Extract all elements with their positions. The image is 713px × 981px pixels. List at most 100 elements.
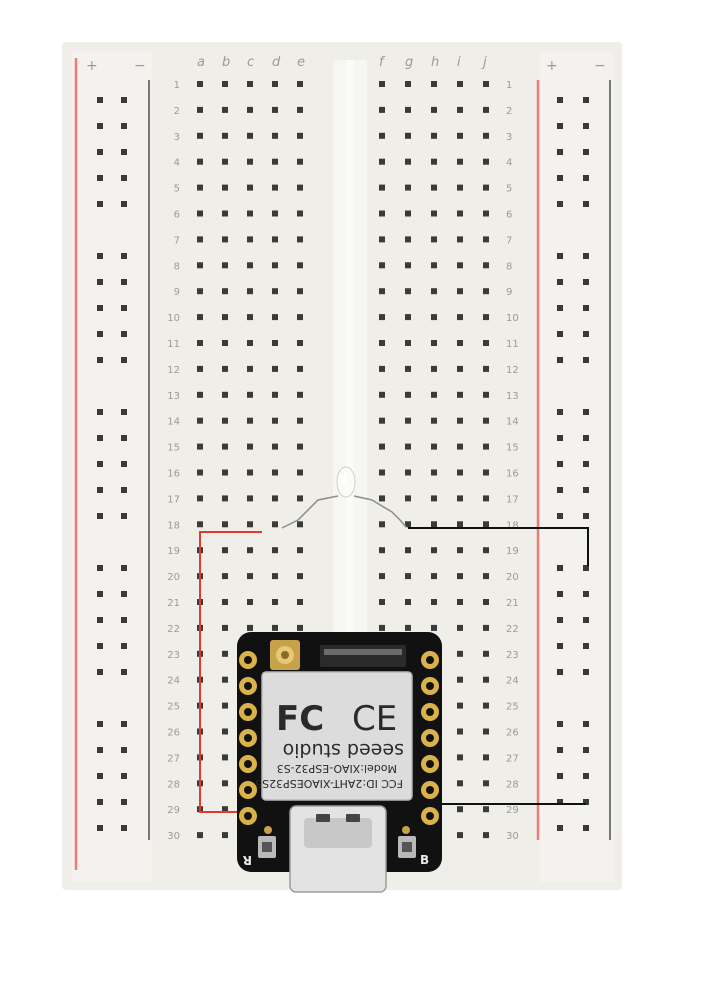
breadboard-hole[interactable]: [297, 625, 303, 631]
breadboard-hole[interactable]: [405, 133, 411, 139]
breadboard-hole[interactable]: [272, 159, 278, 165]
rail-hole[interactable]: [121, 799, 127, 805]
breadboard-hole[interactable]: [405, 159, 411, 165]
breadboard-hole[interactable]: [272, 625, 278, 631]
breadboard-hole[interactable]: [297, 470, 303, 476]
rail-hole[interactable]: [583, 435, 589, 441]
rail-hole[interactable]: [557, 461, 563, 467]
breadboard-hole[interactable]: [431, 314, 437, 320]
breadboard-hole[interactable]: [457, 806, 463, 812]
breadboard-hole[interactable]: [405, 444, 411, 450]
breadboard-hole[interactable]: [457, 185, 463, 191]
breadboard-hole[interactable]: [431, 366, 437, 372]
rail-hole[interactable]: [97, 357, 103, 363]
breadboard-hole[interactable]: [297, 159, 303, 165]
rail-hole[interactable]: [97, 825, 103, 831]
breadboard-hole[interactable]: [222, 392, 228, 398]
breadboard-hole[interactable]: [297, 81, 303, 87]
breadboard-hole[interactable]: [405, 262, 411, 268]
breadboard-hole[interactable]: [222, 444, 228, 450]
breadboard-hole[interactable]: [405, 366, 411, 372]
breadboard-hole[interactable]: [405, 81, 411, 87]
breadboard-hole[interactable]: [247, 547, 253, 553]
breadboard-hole[interactable]: [272, 133, 278, 139]
rail-hole[interactable]: [97, 565, 103, 571]
breadboard-hole[interactable]: [379, 625, 385, 631]
rail-hole[interactable]: [97, 747, 103, 753]
breadboard-hole[interactable]: [272, 81, 278, 87]
rail-hole[interactable]: [121, 175, 127, 181]
rail-hole[interactable]: [583, 253, 589, 259]
rail-hole[interactable]: [583, 175, 589, 181]
rail-hole[interactable]: [583, 825, 589, 831]
breadboard-hole[interactable]: [379, 470, 385, 476]
rail-hole[interactable]: [121, 747, 127, 753]
rail-hole[interactable]: [121, 201, 127, 207]
breadboard-hole[interactable]: [457, 495, 463, 501]
breadboard-hole[interactable]: [197, 288, 203, 294]
breadboard-hole[interactable]: [405, 625, 411, 631]
rail-hole[interactable]: [97, 279, 103, 285]
breadboard-hole[interactable]: [272, 107, 278, 113]
breadboard-hole[interactable]: [297, 366, 303, 372]
rail-hole[interactable]: [583, 513, 589, 519]
breadboard-hole[interactable]: [457, 677, 463, 683]
rail-hole[interactable]: [121, 331, 127, 337]
breadboard-hole[interactable]: [483, 573, 489, 579]
breadboard-hole[interactable]: [431, 288, 437, 294]
breadboard-hole[interactable]: [379, 185, 385, 191]
rail-hole[interactable]: [97, 123, 103, 129]
breadboard-hole[interactable]: [197, 392, 203, 398]
breadboard-hole[interactable]: [247, 444, 253, 450]
breadboard-hole[interactable]: [272, 185, 278, 191]
breadboard-hole[interactable]: [247, 185, 253, 191]
breadboard-hole[interactable]: [483, 366, 489, 372]
rail-hole[interactable]: [583, 357, 589, 363]
rail-hole[interactable]: [557, 279, 563, 285]
breadboard-hole[interactable]: [197, 418, 203, 424]
breadboard-hole[interactable]: [197, 81, 203, 87]
breadboard-hole[interactable]: [272, 495, 278, 501]
rail-hole[interactable]: [583, 409, 589, 415]
breadboard-hole[interactable]: [431, 573, 437, 579]
breadboard-hole[interactable]: [457, 780, 463, 786]
rail-hole[interactable]: [583, 747, 589, 753]
breadboard-hole[interactable]: [405, 340, 411, 346]
breadboard-hole[interactable]: [247, 159, 253, 165]
rail-hole[interactable]: [121, 435, 127, 441]
rail-hole[interactable]: [583, 461, 589, 467]
rail-hole[interactable]: [583, 643, 589, 649]
breadboard-hole[interactable]: [379, 236, 385, 242]
rail-hole[interactable]: [97, 201, 103, 207]
breadboard-hole[interactable]: [197, 340, 203, 346]
breadboard-hole[interactable]: [483, 651, 489, 657]
breadboard-hole[interactable]: [222, 340, 228, 346]
breadboard-hole[interactable]: [272, 444, 278, 450]
breadboard-hole[interactable]: [379, 211, 385, 217]
rail-hole[interactable]: [583, 123, 589, 129]
breadboard-hole[interactable]: [431, 418, 437, 424]
rail-hole[interactable]: [97, 409, 103, 415]
rail-hole[interactable]: [583, 487, 589, 493]
breadboard-hole[interactable]: [379, 547, 385, 553]
breadboard-hole[interactable]: [483, 340, 489, 346]
rail-hole[interactable]: [97, 513, 103, 519]
rail-hole[interactable]: [97, 253, 103, 259]
breadboard-hole[interactable]: [483, 211, 489, 217]
breadboard-hole[interactable]: [272, 418, 278, 424]
breadboard-hole[interactable]: [272, 211, 278, 217]
breadboard-hole[interactable]: [197, 236, 203, 242]
breadboard-hole[interactable]: [247, 392, 253, 398]
breadboard-hole[interactable]: [379, 288, 385, 294]
rail-hole[interactable]: [557, 513, 563, 519]
breadboard-hole[interactable]: [297, 314, 303, 320]
breadboard-hole[interactable]: [431, 470, 437, 476]
breadboard-hole[interactable]: [405, 288, 411, 294]
breadboard-hole[interactable]: [379, 573, 385, 579]
breadboard-hole[interactable]: [272, 236, 278, 242]
breadboard-hole[interactable]: [222, 677, 228, 683]
breadboard-hole[interactable]: [379, 366, 385, 372]
breadboard-hole[interactable]: [272, 392, 278, 398]
rail-hole[interactable]: [583, 279, 589, 285]
rail-hole[interactable]: [97, 461, 103, 467]
